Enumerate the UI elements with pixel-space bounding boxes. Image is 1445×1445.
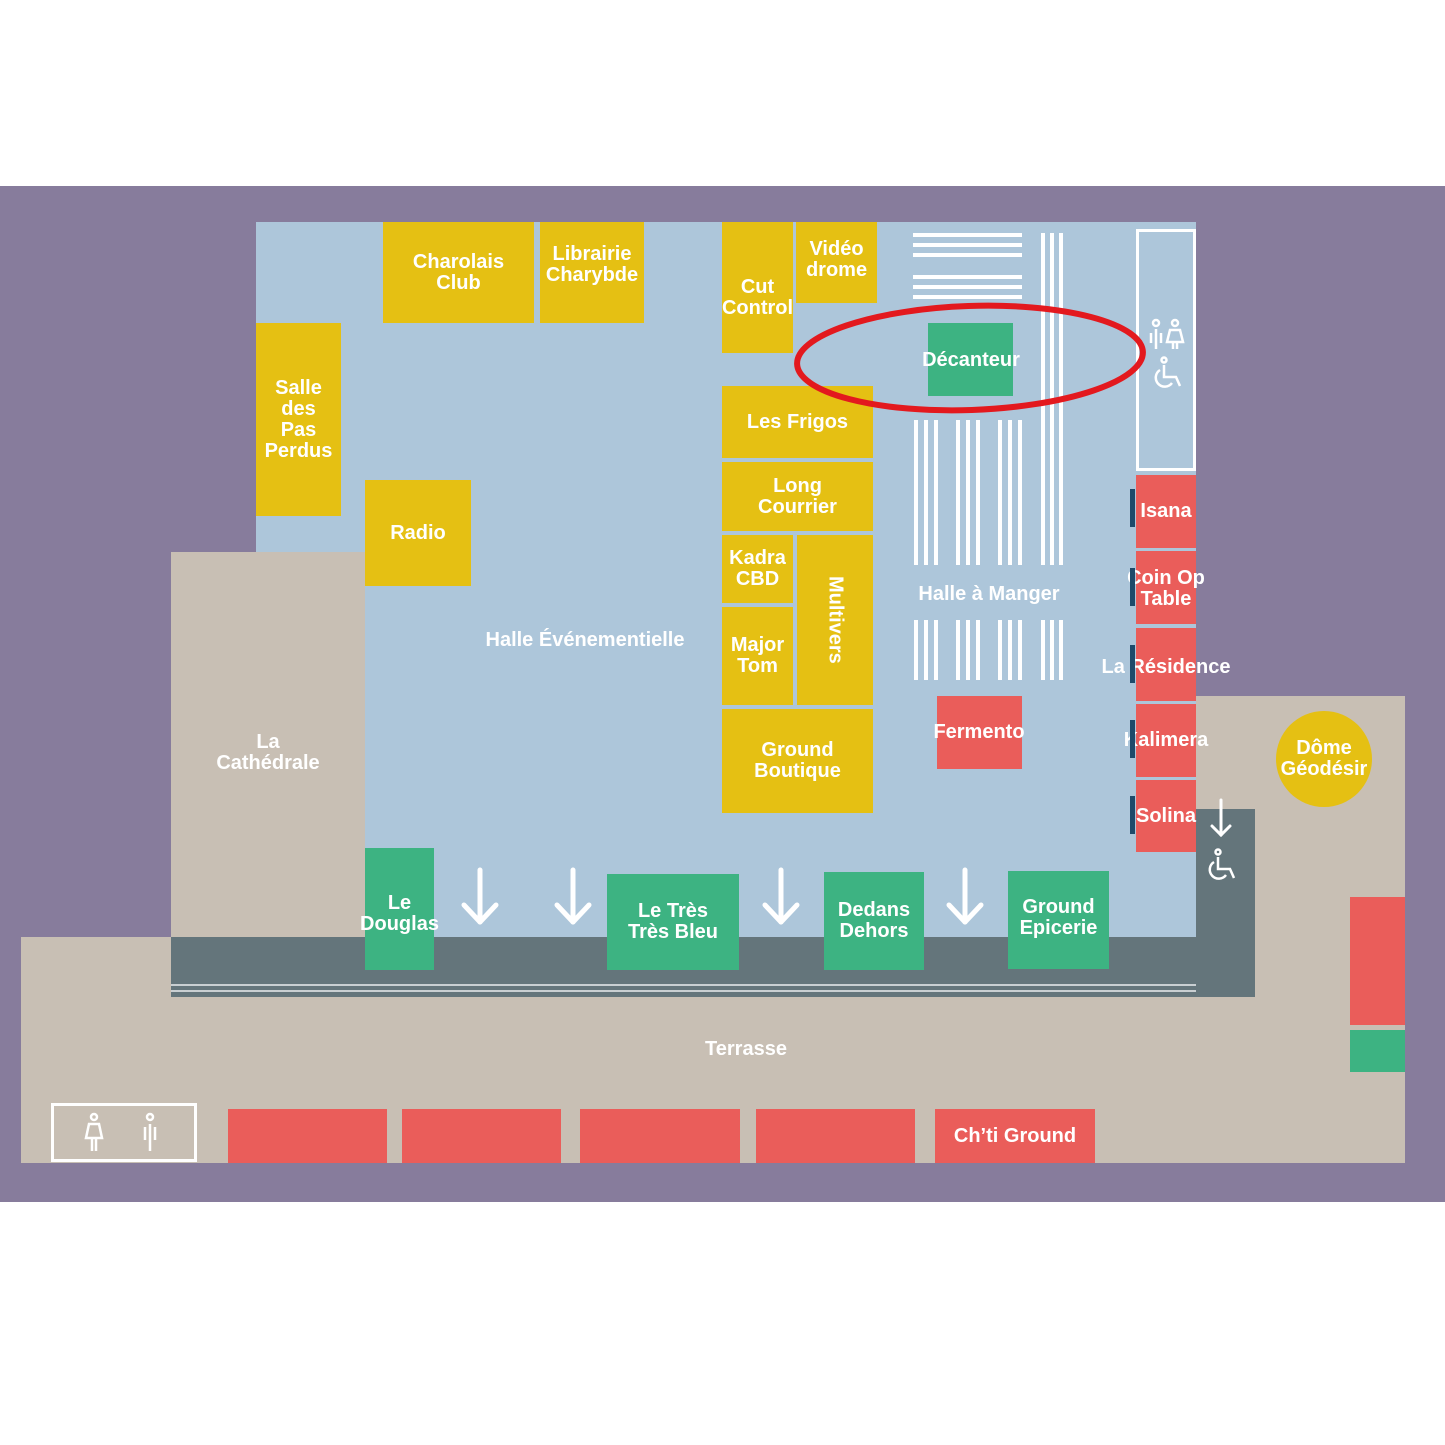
kalimera-label: Kalimera: [1123, 729, 1209, 751]
stripes-upper: [914, 420, 1022, 565]
restroom-panel-west: [51, 1103, 197, 1162]
stall-edge-marker: [1130, 796, 1135, 834]
cut-control[interactable]: Cut Control: [722, 222, 793, 353]
dedans-dehors[interactable]: Dedans Dehors: [824, 872, 924, 970]
down-arrow-icon: [554, 867, 592, 925]
stall-edge-marker: [1130, 720, 1135, 758]
dome-geodesir[interactable]: Dôme Géodésir: [1276, 711, 1372, 807]
unnamed-red-stall-4[interactable]: [756, 1109, 915, 1163]
fermento[interactable]: [937, 696, 1022, 769]
multivers-label: Multivers: [824, 576, 847, 664]
walkway-line-1: [171, 984, 1196, 986]
stall-edge-marker: [1130, 489, 1135, 527]
videodrome[interactable]: Vidéo drome: [796, 222, 877, 303]
isana[interactable]: Isana: [1136, 475, 1196, 548]
down-arrow-icon: [762, 867, 800, 925]
walkway-line-2: [171, 990, 1196, 992]
la-cathedrale-label: La Cathédrale: [216, 731, 320, 774]
decanteur-label: Décanteur: [922, 349, 1020, 371]
stall-edge-marker: [1130, 568, 1135, 606]
halle-evenementielle-label: Halle Événementielle: [485, 629, 685, 651]
coin-op-table[interactable]: [1136, 551, 1196, 624]
restroom-icon: [84, 1112, 157, 1151]
multivers[interactable]: Multivers: [797, 535, 873, 705]
unnamed-red-stall-2[interactable]: [402, 1109, 561, 1163]
unnamed-green-stall-east[interactable]: [1350, 1030, 1405, 1072]
restroom-icon: [1149, 318, 1185, 349]
halle-a-manger-label: Halle à Manger: [918, 583, 1060, 605]
long-courrier[interactable]: Long Courrier: [722, 462, 873, 531]
kadra-cbd[interactable]: Kadra CBD: [722, 535, 793, 603]
la-residence[interactable]: [1136, 628, 1196, 701]
cathedrale-area: [171, 552, 366, 942]
les-frigos[interactable]: Les Frigos: [722, 386, 873, 458]
unnamed-red-stall-east[interactable]: [1350, 897, 1405, 1025]
fermento-label: Fermento: [933, 721, 1025, 743]
radio[interactable]: Radio: [365, 480, 471, 586]
kalimera[interactable]: [1136, 704, 1196, 777]
librairie-charybde[interactable]: Librairie Charybde: [540, 222, 644, 323]
east-ramp: [1196, 809, 1255, 997]
unnamed-red-stall-3[interactable]: [580, 1109, 740, 1163]
major-tom[interactable]: Major Tom: [722, 607, 793, 705]
wheelchair-icon: [1154, 356, 1182, 388]
ground-boutique[interactable]: Ground Boutique: [722, 709, 873, 813]
down-arrow-icon: [946, 867, 984, 925]
la-residence-label: La Résidence: [1101, 656, 1231, 678]
le-douglas[interactable]: Le Douglas: [360, 848, 439, 970]
stall-edge-marker: [1130, 645, 1135, 683]
chti-ground[interactable]: Ch’ti Ground: [935, 1109, 1095, 1163]
terrasse-label: Terrasse: [705, 1038, 787, 1060]
ground-epicerie[interactable]: Ground Epicerie: [1008, 871, 1109, 969]
down-arrow-icon: [461, 867, 499, 925]
charolais-club[interactable]: Charolais Club: [383, 222, 534, 323]
stripes-lower: [914, 620, 1063, 680]
wheelchair-icon: [1208, 848, 1236, 880]
down-arrow-icon: [1210, 798, 1232, 838]
solina[interactable]: Solina: [1136, 780, 1196, 852]
coin-op-table-label: Coin Op Table: [1127, 567, 1205, 610]
unnamed-red-stall-1[interactable]: [228, 1109, 387, 1163]
le-tres-tres-bleu[interactable]: Le Très Très Bleu: [607, 874, 739, 970]
salle-des-pas-perdus[interactable]: Salle des Pas Perdus: [256, 323, 341, 516]
